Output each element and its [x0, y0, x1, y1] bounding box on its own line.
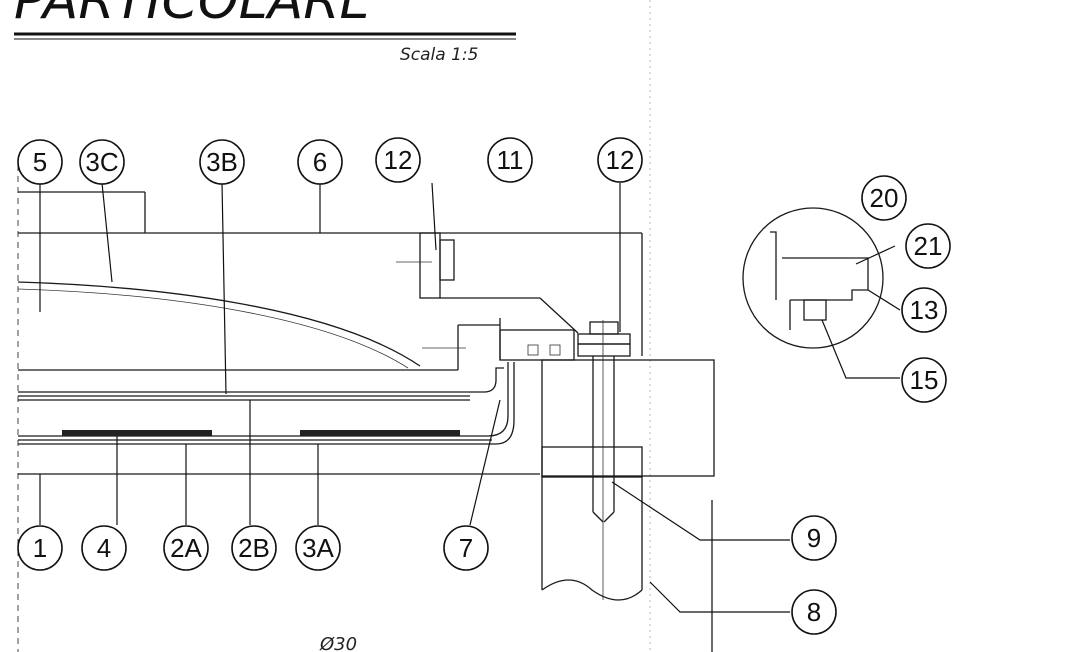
svg-text:3A: 3A — [302, 533, 334, 563]
balloon-3b: 3B — [199, 139, 245, 185]
balloon-11: 11 — [487, 137, 533, 183]
balloon-2b: 2B — [231, 525, 277, 571]
svg-text:12: 12 — [384, 145, 413, 175]
balloon-9: 9 — [791, 515, 837, 561]
detail-circle — [742, 207, 884, 349]
svg-text:13: 13 — [910, 295, 939, 325]
support-column — [541, 359, 715, 652]
clamp-assembly — [396, 232, 579, 361]
leader-lines — [39, 182, 901, 613]
balloon-1: 1 — [17, 525, 63, 571]
svg-text:3B: 3B — [206, 147, 238, 177]
svg-text:4: 4 — [97, 533, 111, 563]
svg-text:2A: 2A — [170, 533, 202, 563]
balloon-4: 4 — [81, 525, 127, 571]
scale-label: Scala 1:5 — [400, 45, 478, 65]
svg-text:9: 9 — [807, 523, 821, 553]
svg-text:1: 1 — [33, 533, 47, 563]
balloon-2a: 2A — [163, 525, 209, 571]
balloon-3a: 3A — [295, 525, 341, 571]
diameter-dimension: Ø30 — [319, 634, 357, 652]
base-layers — [18, 362, 540, 475]
balloon-6: 6 — [297, 139, 343, 185]
balloon-5: 5 — [17, 139, 63, 185]
curved-cover-3c — [17, 281, 421, 367]
svg-text:6: 6 — [313, 147, 327, 177]
svg-text:12: 12 — [606, 145, 635, 175]
balloon-20: 20 — [861, 175, 907, 221]
svg-text:2B: 2B — [238, 533, 270, 563]
drawing-title: PARTICOLARE — [14, 0, 372, 31]
balloon-21: 21 — [905, 223, 951, 269]
bolt — [577, 320, 631, 600]
curved-cover-3c-inner — [17, 288, 409, 369]
svg-text:11: 11 — [497, 145, 524, 175]
svg-text:21: 21 — [914, 231, 943, 261]
svg-text:3C: 3C — [85, 147, 118, 177]
balloon-15: 15 — [901, 357, 947, 403]
svg-text:8: 8 — [807, 597, 821, 627]
svg-text:5: 5 — [33, 147, 47, 177]
balloon-3c: 3C — [79, 139, 125, 185]
balloon-12-left: 12 — [375, 137, 421, 183]
svg-text:20: 20 — [870, 183, 899, 213]
svg-text:7: 7 — [459, 533, 473, 563]
upper-block — [18, 191, 643, 371]
balloon-8: 8 — [791, 589, 837, 635]
balloon-7: 7 — [443, 525, 489, 571]
balloon-12-right: 12 — [597, 137, 643, 183]
balloon-13: 13 — [901, 287, 947, 333]
svg-text:15: 15 — [910, 365, 939, 395]
